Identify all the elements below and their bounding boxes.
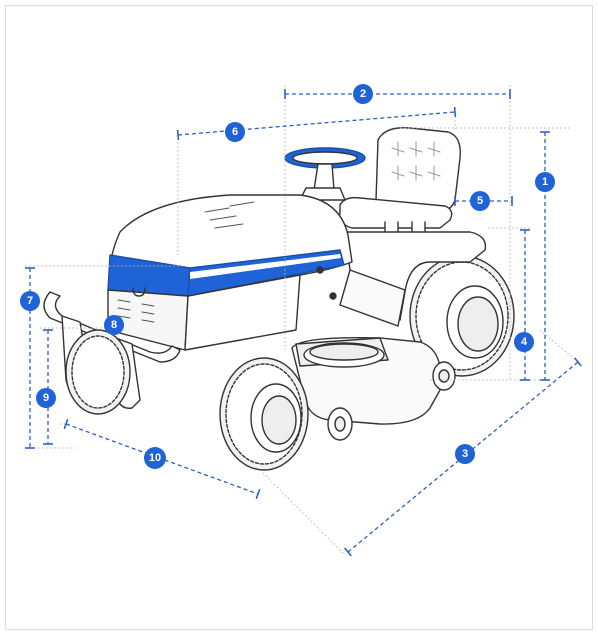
- callout-2: 2: [353, 84, 373, 104]
- hood: [107, 194, 353, 351]
- callout-9: 9: [36, 388, 56, 408]
- callout-1: 1: [535, 172, 555, 192]
- callout-4: 4: [514, 332, 534, 352]
- svg-text:6: 6: [232, 126, 238, 138]
- svg-text:10: 10: [149, 452, 161, 464]
- rear-wheel: [409, 255, 515, 377]
- svg-text:4: 4: [521, 336, 528, 348]
- svg-text:8: 8: [111, 319, 117, 331]
- callout-6: 6: [225, 122, 245, 142]
- front-wheel-left: [65, 329, 131, 415]
- svg-text:3: 3: [462, 448, 468, 460]
- svg-text:2: 2: [360, 88, 366, 100]
- callout-7: 7: [20, 291, 40, 311]
- steering-wheel: [284, 147, 366, 201]
- svg-text:7: 7: [27, 295, 33, 307]
- callout-8: 8: [104, 315, 124, 335]
- svg-text:9: 9: [43, 392, 49, 404]
- callout-5: 5: [470, 191, 490, 211]
- callout-10: 10: [144, 447, 166, 469]
- callout-3: 3: [455, 444, 475, 464]
- svg-text:1: 1: [542, 176, 548, 188]
- mower-illustration: [43, 127, 515, 471]
- seat: [339, 127, 461, 237]
- svg-text:5: 5: [477, 195, 483, 207]
- front-wheel-right: [219, 357, 309, 471]
- rear-body: [339, 231, 487, 327]
- mower-deck: [291, 337, 442, 425]
